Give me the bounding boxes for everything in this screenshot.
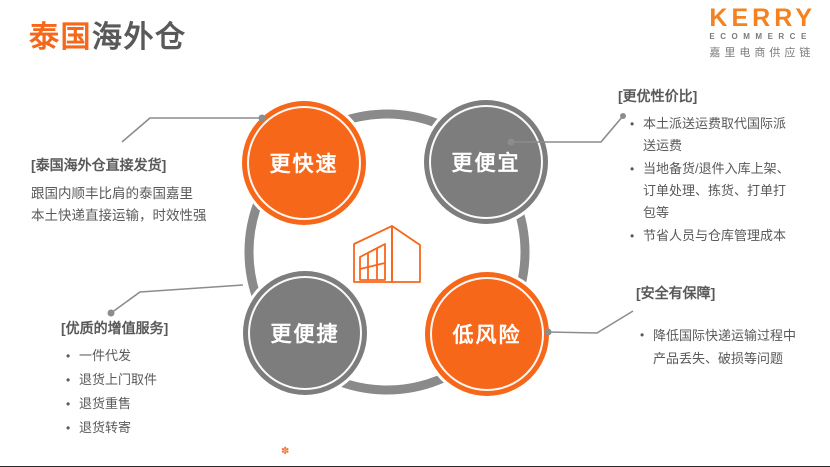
circle-lowrisk: 低风险: [425, 272, 549, 396]
kerry-logo: KERRY ECOMMERCE 嘉里电商供应链: [709, 4, 816, 60]
circle-cheaper-label: 更便宜: [451, 152, 521, 175]
circle-convenient: 更便捷: [243, 271, 367, 395]
bullet-list: •一件代发 •退货上门取件 •退货重售 •退货转寄: [61, 348, 168, 436]
list-item: •节省人员与仓库管理成本: [630, 225, 790, 247]
warehouse-icon: [353, 225, 421, 283]
connector-dot: [107, 309, 115, 317]
list-item: •当地备货/退件入库上架、 订单处理、拣货、打单打 包等: [630, 158, 790, 224]
section-header: [更优性价比]: [618, 88, 698, 104]
circle-convenient-label: 更便捷: [270, 323, 340, 346]
footer-flower-icon: ✽: [281, 446, 290, 457]
list-item: •降低国际快递运输过程中 产品丢失、破损等问题: [640, 324, 796, 370]
page-title: 泰国海外仓: [29, 20, 187, 56]
list-item: •退货上门取件: [66, 372, 158, 387]
bullet-icon: •: [66, 349, 71, 363]
list-item: •本土派送运费取代国际派 送运费: [630, 113, 790, 157]
section-direct-shipping: [泰国海外仓直接发货] 跟国内顺丰比肩的泰国嘉里 本土快递直接运输，时效性强: [31, 155, 207, 226]
circle-faster: 更快速: [242, 101, 366, 225]
circle-faster-label: 更快速: [269, 153, 339, 176]
bullet-icon: •: [66, 373, 71, 387]
bullet-icon: •: [66, 397, 71, 411]
page-title-highlight: 泰国: [29, 21, 92, 54]
connector-value-added: [110, 284, 244, 314]
bullet-icon: •: [640, 328, 645, 342]
list-item: •退货重售: [66, 396, 132, 411]
section-body: 跟国内顺丰比肩的泰国嘉里 本土快递直接运输，时效性强: [31, 186, 207, 223]
section-safety: [安全有保障] •降低国际快递运输过程中 产品丢失、破损等问题: [636, 283, 796, 370]
bullet-icon: •: [630, 162, 635, 176]
page-title-rest: 海外仓: [92, 21, 187, 54]
kerry-chinese-name: 嘉里电商供应链: [709, 47, 815, 59]
section-value-added: [优质的增值服务] •一件代发 •退货上门取件 •退货重售 •退货转寄: [61, 318, 168, 444]
list-item: •一件代发: [66, 348, 132, 363]
kerry-subtitle: ECOMMERCE: [709, 32, 812, 41]
bullet-icon: •: [630, 117, 635, 131]
kerry-wordmark: KERRY: [709, 4, 816, 32]
bullet-list: •本土派送运费取代国际派 送运费 •当地备货/退件入库上架、 订单处理、拣货、打…: [618, 113, 790, 247]
bullet-icon: •: [66, 421, 71, 435]
section-cost-effectiveness: [更优性价比] •本土派送运费取代国际派 送运费 •当地备货/退件入库上架、 订…: [618, 86, 790, 248]
section-header: [泰国海外仓直接发货]: [31, 157, 167, 173]
circle-lowrisk-label: 低风险: [452, 324, 522, 347]
connector-safety: [547, 310, 634, 334]
list-item: •退货转寄: [66, 420, 132, 435]
bullet-list: •降低国际快递运输过程中 产品丢失、破损等问题: [636, 324, 796, 370]
section-header: [安全有保障]: [636, 285, 716, 301]
circle-cheaper: 更便宜: [424, 100, 548, 224]
section-header: [优质的增值服务]: [61, 320, 169, 336]
bullet-icon: •: [630, 229, 635, 243]
connector-direct-shipping: [121, 117, 262, 143]
